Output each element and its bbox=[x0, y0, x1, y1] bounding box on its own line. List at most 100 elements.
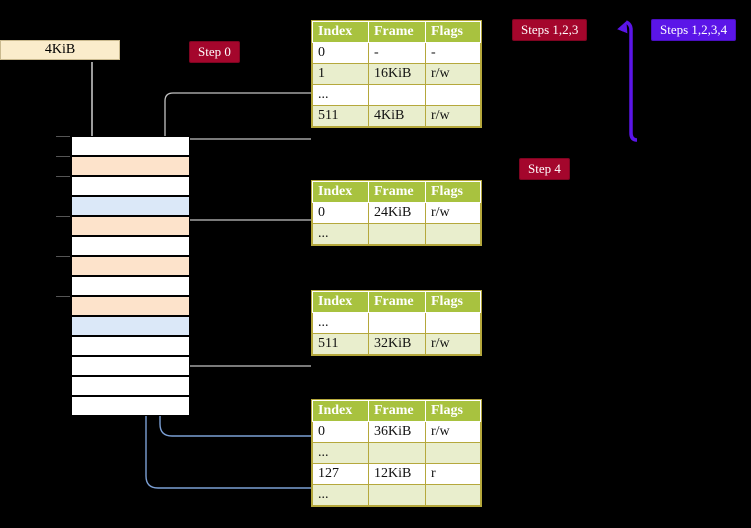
memory-row bbox=[71, 356, 190, 376]
table-row: 1 16KiB r/w bbox=[312, 63, 481, 85]
memory-row bbox=[71, 196, 190, 216]
page-table-pd: Index Frame Flags ... 511 32KiB r/w bbox=[311, 290, 482, 356]
memory-row bbox=[71, 176, 190, 196]
grid-tick bbox=[56, 156, 70, 157]
memory-row bbox=[71, 276, 190, 296]
cell-frame bbox=[368, 223, 426, 245]
grid-tick bbox=[56, 216, 70, 217]
col-header-flags: Flags bbox=[425, 291, 481, 313]
cell-frame bbox=[368, 84, 426, 106]
cell-index: 0 bbox=[312, 202, 369, 224]
wire-pml4-row511 bbox=[179, 138, 311, 216]
col-header-index: Index bbox=[312, 21, 369, 43]
col-header-frame: Frame bbox=[368, 291, 426, 313]
col-header-index: Index bbox=[312, 400, 369, 422]
memory-row bbox=[71, 236, 190, 256]
memory-row bbox=[71, 216, 190, 236]
memory-row bbox=[71, 316, 190, 336]
page-table-pt: Index Frame Flags 0 36KiB r/w ... 127 12… bbox=[311, 399, 482, 507]
cell-index: 127 bbox=[312, 463, 369, 485]
table-row: ... bbox=[312, 484, 481, 506]
cell-flags bbox=[425, 484, 481, 506]
col-header-index: Index bbox=[312, 181, 369, 203]
cell-frame: 16KiB bbox=[368, 63, 426, 85]
cell-frame bbox=[368, 312, 426, 334]
cell-flags: r/w bbox=[425, 333, 481, 355]
memory-row bbox=[71, 336, 190, 356]
cell-frame bbox=[368, 442, 426, 464]
cell-flags bbox=[425, 223, 481, 245]
wire-pdpt-row0 bbox=[179, 219, 311, 259]
cell-flags: r/w bbox=[425, 63, 481, 85]
cell-flags bbox=[425, 84, 481, 106]
cell-index: 1 bbox=[312, 63, 369, 85]
cell-flags: r/w bbox=[425, 105, 481, 127]
col-header-flags: Flags bbox=[425, 21, 481, 43]
col-header-frame: Frame bbox=[368, 21, 426, 43]
cell-index: ... bbox=[312, 484, 369, 506]
memory-row bbox=[71, 296, 190, 316]
cell-index: 511 bbox=[312, 333, 369, 355]
grid-tick bbox=[56, 176, 70, 177]
cell-flags: - bbox=[425, 42, 481, 64]
col-header-flags: Flags bbox=[425, 400, 481, 422]
wire-steps-1234-bracket bbox=[617, 20, 638, 142]
table-header-row: Index Frame Flags bbox=[312, 181, 481, 203]
memory-row bbox=[71, 136, 190, 156]
cell-index: ... bbox=[312, 84, 369, 106]
memory-row bbox=[71, 156, 190, 176]
table-header-row: Index Frame Flags bbox=[312, 21, 481, 43]
page-table-pdpt: Index Frame Flags 0 24KiB r/w ... bbox=[311, 180, 482, 246]
cell-flags: r bbox=[425, 463, 481, 485]
table-row: 0 36KiB r/w bbox=[312, 421, 481, 443]
cell-frame: 4KiB bbox=[368, 105, 426, 127]
table-header-row: Index Frame Flags bbox=[312, 291, 481, 313]
col-header-flags: Flags bbox=[425, 181, 481, 203]
memory-row bbox=[71, 256, 190, 276]
table-row: ... bbox=[312, 312, 481, 334]
wire-pd-row511 bbox=[172, 304, 311, 367]
cell-index: 0 bbox=[312, 421, 369, 443]
cell-index: ... bbox=[312, 312, 369, 334]
table-row: ... bbox=[312, 223, 481, 245]
table-row: 0 - - bbox=[312, 42, 481, 64]
col-header-frame: Frame bbox=[368, 181, 426, 203]
cell-frame: 32KiB bbox=[368, 333, 426, 355]
cell-frame: - bbox=[368, 42, 426, 64]
grid-tick bbox=[56, 136, 70, 137]
wire-pml4-row1 bbox=[164, 92, 311, 152]
grid-tick bbox=[56, 256, 70, 257]
size-box-4kib: 4KiB bbox=[0, 40, 120, 60]
badge-steps-1234: Steps 1,2,3,4 bbox=[651, 19, 737, 41]
memory-grid bbox=[56, 136, 190, 416]
cell-flags: r/w bbox=[425, 421, 481, 443]
memory-row bbox=[71, 376, 190, 396]
cell-flags: r/w bbox=[425, 202, 481, 224]
table-row: ... bbox=[312, 442, 481, 464]
cell-frame bbox=[368, 484, 426, 506]
wire-pt-row0 bbox=[152, 208, 311, 437]
col-header-frame: Frame bbox=[368, 400, 426, 422]
col-header-index: Index bbox=[312, 291, 369, 313]
grid-tick bbox=[56, 296, 70, 297]
cell-index: ... bbox=[312, 223, 369, 245]
cell-frame: 24KiB bbox=[368, 202, 426, 224]
badge-step-4: Step 4 bbox=[519, 158, 570, 180]
page-table-pml4: Index Frame Flags 0 - - 1 16KiB r/w ... … bbox=[311, 20, 482, 128]
table-header-row: Index Frame Flags bbox=[312, 400, 481, 422]
table-row-highlighted: 511 4KiB r/w bbox=[312, 105, 481, 127]
cell-index: 0 bbox=[312, 42, 369, 64]
cell-flags bbox=[425, 442, 481, 464]
table-row: 511 32KiB r/w bbox=[312, 333, 481, 355]
cell-frame: 36KiB bbox=[368, 421, 426, 443]
badge-steps-123: Steps 1,2,3 bbox=[512, 19, 588, 41]
table-row: ... bbox=[312, 84, 481, 106]
wire-pt-row127 bbox=[138, 334, 311, 489]
cell-index: ... bbox=[312, 442, 369, 464]
cell-frame: 12KiB bbox=[368, 463, 426, 485]
badge-step-0: Step 0 bbox=[189, 41, 240, 63]
table-row: 127 12KiB r bbox=[312, 463, 481, 485]
cell-flags bbox=[425, 312, 481, 334]
table-row: 0 24KiB r/w bbox=[312, 202, 481, 224]
